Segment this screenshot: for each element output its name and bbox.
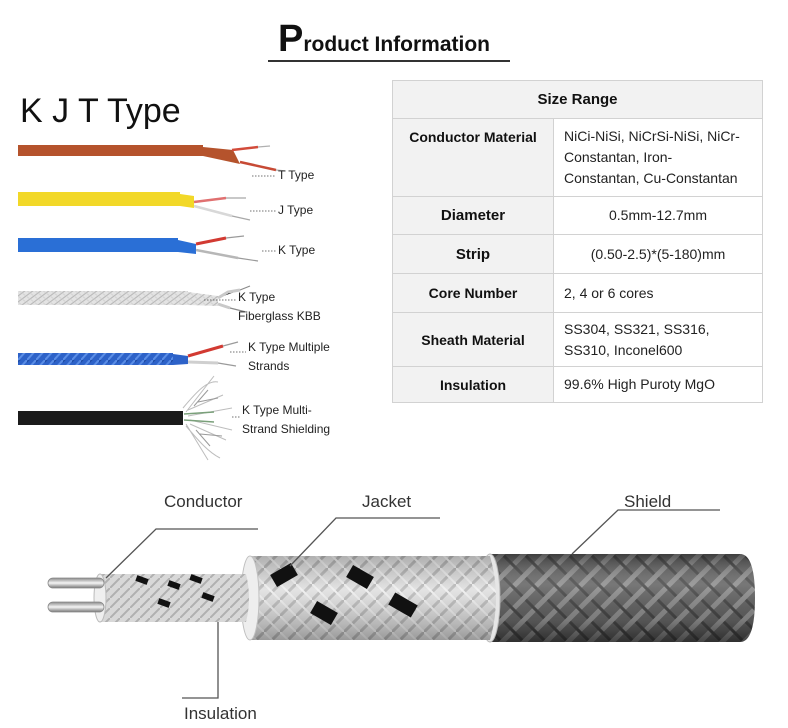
- row-label-sheath-material: Sheath Material: [392, 312, 554, 367]
- title-underline: [268, 60, 510, 62]
- row-value-conductor-material: NiCi-NiSi, NiCrSi-NiSi, NiCr- Constantan…: [553, 118, 763, 197]
- insulation-layer: [93, 573, 249, 623]
- multi-strand-label: K Type Multiple Strands: [248, 338, 330, 376]
- type-heading: K J T Type: [20, 92, 181, 130]
- multi-strand-wire: [18, 341, 239, 367]
- row-value-sheath-material: SS304, SS321, SS316, SS310, Inconel600: [553, 312, 763, 367]
- title-first-letter: P: [278, 18, 304, 60]
- shield-label: Shield: [624, 492, 672, 511]
- shielding-label-line1: K Type Multi-: [242, 403, 312, 417]
- shielded-wire: [18, 375, 233, 461]
- row-value-diameter: 0.5mm-12.7mm: [553, 196, 763, 235]
- t-type-label: T Type: [278, 168, 315, 182]
- table-row: Conductor Material NiCi-NiSi, NiCrSi-NiS…: [392, 118, 763, 197]
- j-type-wire: [18, 192, 251, 221]
- multi-strand-label-line1: K Type Multiple: [248, 340, 330, 354]
- value-line: NiCi-NiSi, NiCrSi-NiSi, NiCr-: [564, 128, 740, 144]
- table-row: Sheath Material SS304, SS321, SS316, SS3…: [392, 312, 763, 367]
- row-label-conductor-material: Conductor Material: [392, 118, 554, 197]
- table-row: Diameter 0.5mm-12.7mm: [392, 196, 763, 235]
- table-row: Insulation 99.6% High Puroty MgO: [392, 366, 763, 403]
- row-value-core-number: 2, 4 or 6 cores: [553, 273, 763, 313]
- row-label-diameter: Diameter: [392, 196, 554, 235]
- cable-structure-diagram: [47, 509, 755, 699]
- jacket-label: Jacket: [362, 492, 412, 511]
- kbb-label-line1: K Type: [238, 290, 276, 304]
- k-type-wire: [18, 235, 259, 262]
- product-info-title: Product Information: [268, 18, 510, 62]
- table-header-row: Size Range: [392, 80, 763, 119]
- row-value-insulation: 99.6% High Puroty MgO: [553, 366, 763, 403]
- k-type-label: K Type: [278, 243, 316, 257]
- insulation-label: Insulation: [184, 704, 257, 723]
- title-rest: roduct Information: [303, 33, 491, 56]
- shield-layer: [479, 553, 755, 643]
- conductor-label: Conductor: [164, 492, 243, 511]
- row-value-strip: (0.50-2.5)*(5-180)mm: [553, 234, 763, 274]
- jacket-layer: [240, 555, 496, 641]
- wire-leader-lines: [204, 175, 276, 418]
- kbb-wire: [18, 285, 251, 313]
- row-label-core-number: Core Number: [392, 273, 554, 313]
- value-line: SS304, SS321, SS316,: [564, 320, 710, 337]
- kbb-label: K Type Fiberglass KBB: [238, 288, 321, 326]
- wire-types-illustration: [18, 145, 287, 461]
- size-range-table: Size Range Conductor Material NiCi-NiSi,…: [392, 80, 763, 403]
- shielding-label-line2: Strand Shielding: [242, 422, 331, 436]
- title-text: Product Information: [278, 20, 490, 58]
- value-line: SS310, Inconel600: [564, 341, 683, 358]
- conductor-wires: [47, 577, 105, 613]
- row-label-strip: Strip: [392, 234, 554, 274]
- size-range-header: Size Range: [392, 80, 763, 119]
- value-line: Constantan, Cu-Constantan: [564, 170, 738, 186]
- j-type-label: J Type: [278, 203, 314, 217]
- diagram-leader-lines: [105, 509, 720, 699]
- table-row: Core Number 2, 4 or 6 cores: [392, 273, 763, 313]
- row-label-insulation: Insulation: [392, 366, 554, 403]
- kbb-label-line2: Fiberglass KBB: [238, 309, 321, 323]
- shielding-label: K Type Multi- Strand Shielding: [242, 401, 330, 439]
- table-row: Strip (0.50-2.5)*(5-180)mm: [392, 234, 763, 274]
- value-line: Constantan, Iron-: [564, 149, 673, 165]
- t-type-wire: [18, 145, 287, 172]
- multi-strand-label-line2: Strands: [248, 359, 290, 373]
